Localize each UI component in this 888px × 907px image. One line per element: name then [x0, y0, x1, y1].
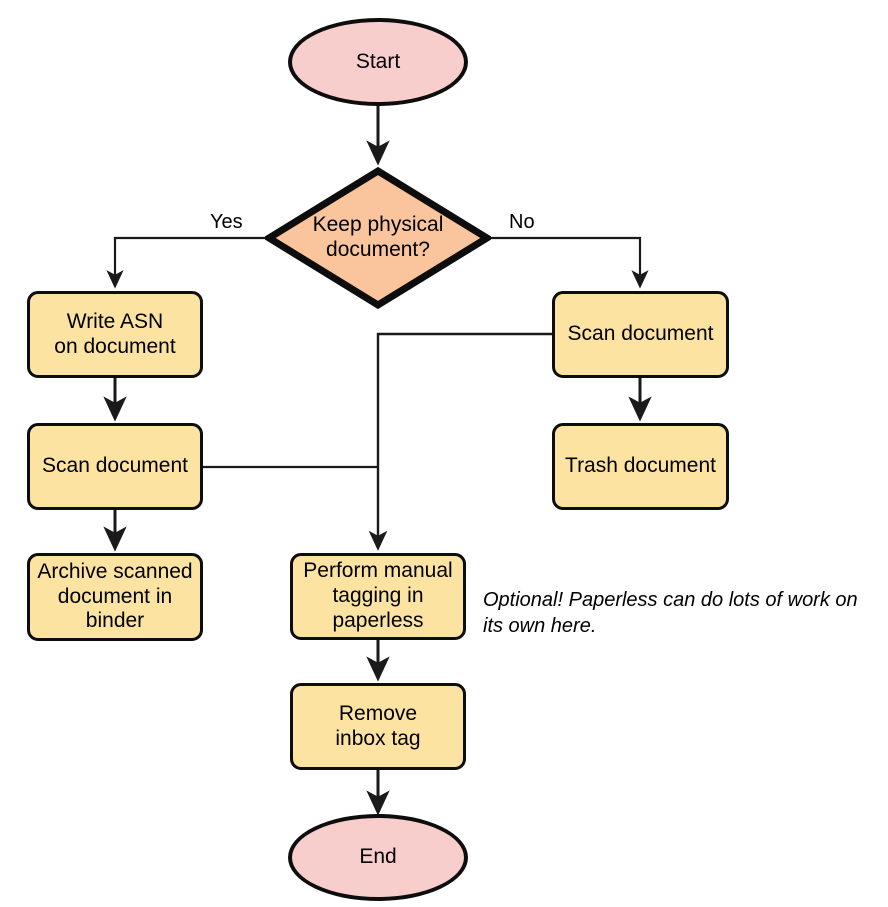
node-start[interactable]: Start [288, 18, 468, 106]
node-remove-inbox-tag-label: Remove inbox tag [335, 701, 421, 750]
node-manual-tagging-label: Perform manual tagging in paperless [303, 559, 453, 632]
node-start-label: Start [355, 49, 401, 73]
node-archive-scanned-document-in-binder[interactable]: Archive scanned document in binder [27, 553, 203, 641]
node-decision-label: Keep physical document? [312, 213, 444, 261]
node-scan-document-right[interactable]: Scan document [552, 291, 729, 378]
edge-label-no: No [509, 211, 535, 233]
node-trash-document[interactable]: Trash document [552, 423, 729, 510]
node-scan-document-left[interactable]: Scan document [27, 423, 203, 510]
node-trash-document-label: Trash document [565, 454, 716, 478]
node-end[interactable]: End [288, 814, 468, 901]
node-remove-inbox-tag[interactable]: Remove inbox tag [290, 683, 466, 770]
node-archive-binder-label: Archive scanned document in binder [37, 559, 193, 633]
edge-decision-yes-to-write-asn [106, 236, 266, 289]
edge-label-yes: Yes [210, 211, 243, 233]
edge-decision-no-to-scan-right [490, 236, 649, 289]
node-end-label: End [359, 845, 397, 869]
node-decision-keep-physical[interactable]: Keep physical document? [265, 167, 491, 309]
node-perform-manual-tagging[interactable]: Perform manual tagging in paperless [290, 553, 466, 640]
node-scan-document-right-label: Scan document [567, 322, 714, 346]
node-write-asn-label: Write ASN on document [54, 309, 176, 358]
node-write-asn-on-document[interactable]: Write ASN on document [27, 291, 203, 378]
annotation-optional-note: Optional! Paperless can do lots of work … [483, 589, 858, 637]
edge-scan-right-to-manual-tagging [368, 332, 552, 551]
diamond-shape [265, 167, 491, 309]
node-scan-document-left-label: Scan document [42, 454, 188, 478]
